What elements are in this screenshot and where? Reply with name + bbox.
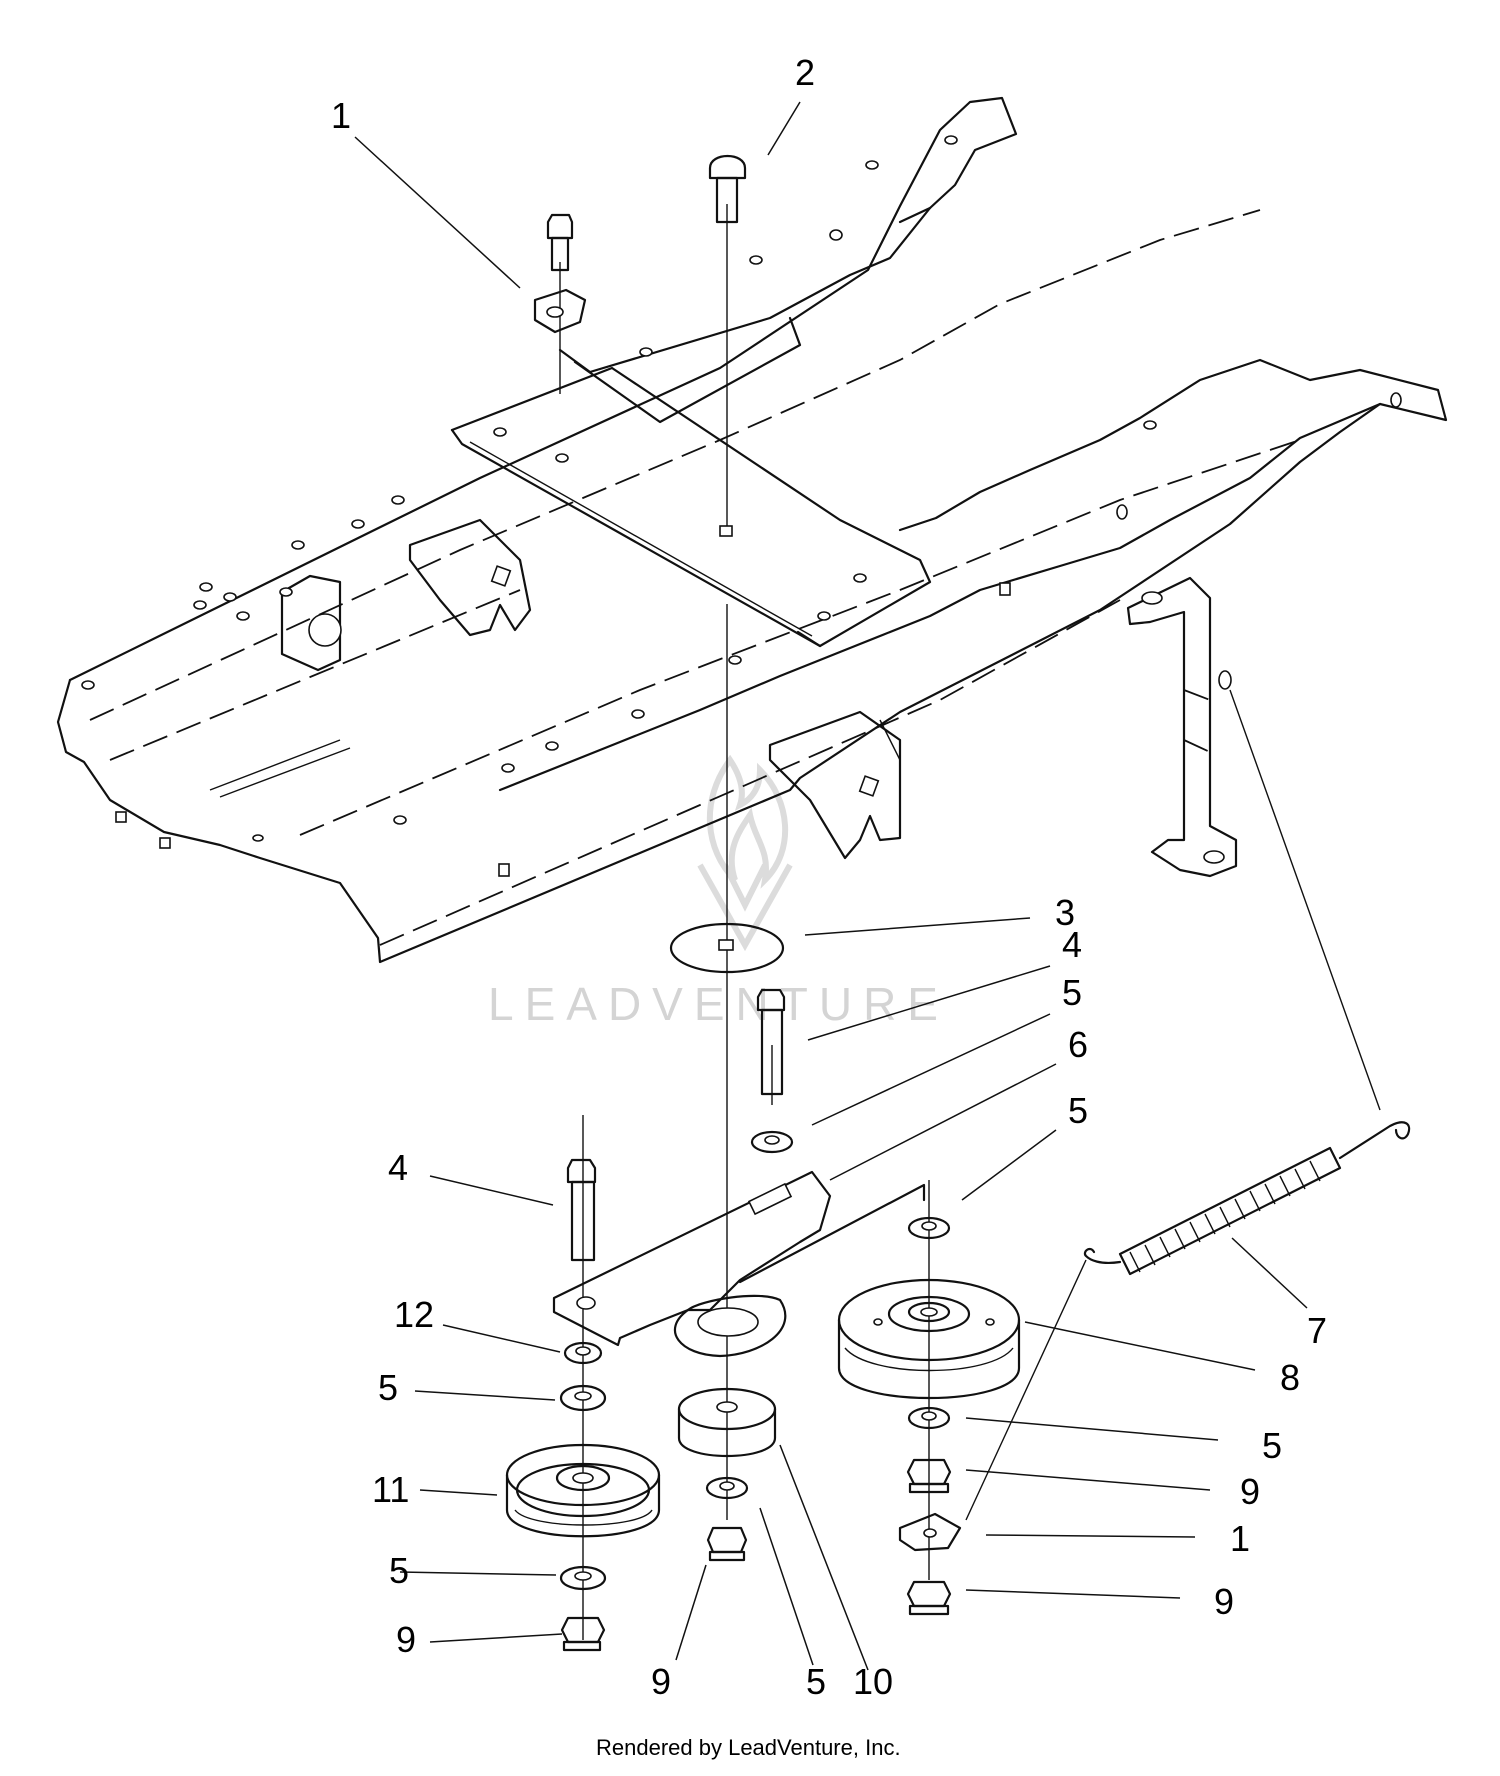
mower-frame [56, 96, 1448, 964]
callout-5-upper: 5 [1062, 972, 1082, 1013]
watermark-text: LEADVENTURE [488, 978, 949, 1030]
callout-9-right-upper: 9 [1240, 1471, 1260, 1512]
callout-12: 12 [394, 1294, 434, 1335]
callout-11: 11 [372, 1469, 409, 1510]
callout-5-center: 5 [806, 1661, 826, 1702]
callout-1-lower: 1 [1230, 1518, 1250, 1559]
pulley-8 [837, 1278, 1021, 1399]
washer-5-upper [750, 1130, 794, 1154]
idler-arm [552, 1170, 926, 1358]
callout-5-right-upper: 5 [1068, 1090, 1088, 1131]
callout-9-right-lower: 9 [1214, 1581, 1234, 1622]
callout-4-upper: 4 [1062, 924, 1082, 965]
assembly-axes [559, 204, 1381, 1640]
left-stack-hardware [559, 1341, 607, 1652]
carriage-bolt [708, 155, 747, 224]
callout-6: 6 [1068, 1024, 1088, 1065]
render-credit: Rendered by LeadVenture, Inc. [596, 1735, 901, 1760]
callout-5-left-lower: 5 [389, 1550, 409, 1591]
callout-1-top: 1 [331, 95, 351, 136]
frame-holes [81, 135, 1402, 877]
bolt-upper [756, 988, 786, 1096]
support-bracket [1126, 576, 1238, 878]
callout-9-left: 9 [396, 1619, 416, 1660]
callout-labels: 1 2 3 4 5 6 5 4 12 5 11 5 9 9 5 10 7 8 5… [331, 52, 1327, 1702]
callout-4-left: 4 [388, 1147, 408, 1188]
callout-5-left-upper: 5 [378, 1367, 398, 1408]
bolt-left [566, 1158, 597, 1262]
extension-spring [1083, 1121, 1411, 1276]
callout-5-right-lower: 5 [1262, 1425, 1282, 1466]
washer-5-right-upper [907, 1216, 951, 1240]
pulley-10 [677, 1387, 777, 1562]
bolt-top-left [533, 213, 587, 334]
callout-9-center: 9 [651, 1661, 671, 1702]
callout-3: 3 [1055, 892, 1075, 933]
callout-10: 10 [853, 1661, 893, 1702]
callout-7: 7 [1307, 1310, 1327, 1351]
leader-lines [354, 101, 1308, 1671]
pulley-11 [505, 1443, 661, 1538]
watermark: LEADVENTURE [488, 754, 949, 1030]
right-stack-hardware [898, 1406, 962, 1616]
callout-2: 2 [795, 52, 815, 93]
large-washer [669, 922, 785, 974]
watermark-v-icon [697, 863, 793, 952]
callout-8: 8 [1280, 1357, 1300, 1398]
